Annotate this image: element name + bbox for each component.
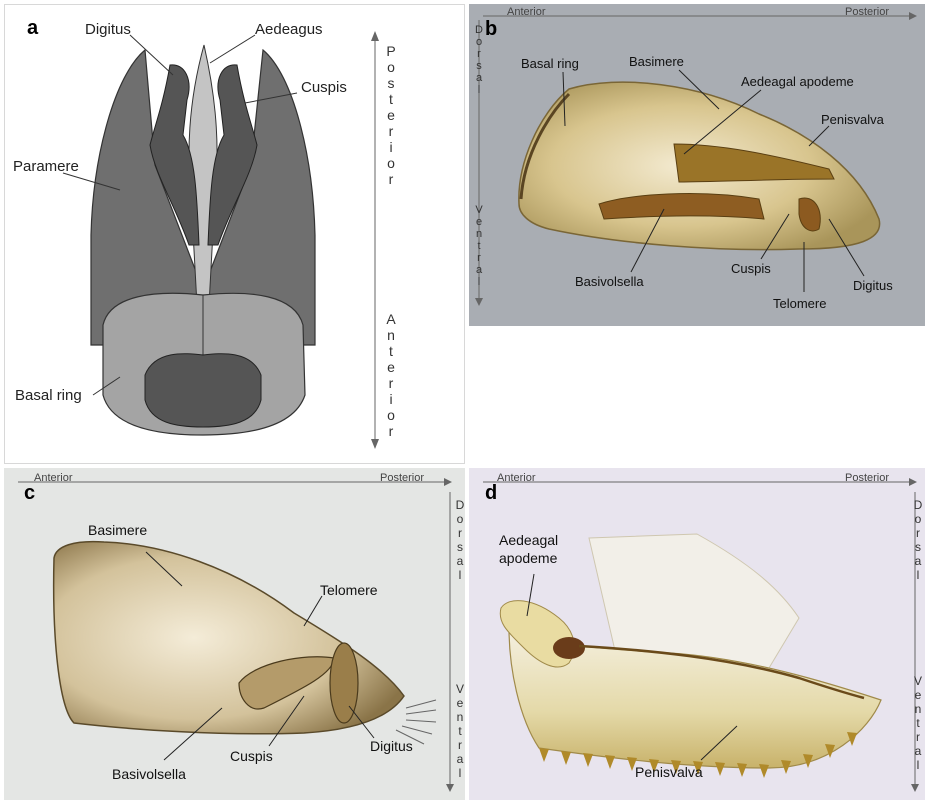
label-digitus-a: Digitus (85, 21, 131, 38)
label-basal-ring-b: Basal ring (521, 56, 579, 71)
axis-posterior-d: Posterior (845, 472, 889, 484)
label-cuspis-b: Cuspis (731, 261, 771, 276)
label-digitus-b: Digitus (853, 278, 893, 293)
panel-a-letter: a (27, 17, 38, 40)
axis-dorsal-d: Dorsal (911, 498, 925, 582)
axis-posterior-vertical: Posterior (383, 43, 399, 187)
axis-dorsal-b-text: Dorsal (473, 24, 485, 96)
basal-ring-inner (145, 354, 261, 427)
axis-posterior-text: Posterior (383, 43, 399, 187)
label-aedeagal-apodeme-b: Aedeagal apodeme (741, 74, 854, 89)
label-telomere-b: Telomere (773, 296, 826, 311)
axis-anterior-c: Anterior (34, 472, 73, 484)
axis-anterior-b: Anterior (507, 6, 546, 18)
axis-ventral-c-text: Ventral (453, 682, 465, 780)
label-penisvalva-b: Penisvalva (821, 112, 884, 127)
label-paramere-a: Paramere (13, 158, 79, 175)
label-penisvalva-d: Penisvalva (635, 764, 703, 780)
label-cuspis-c: Cuspis (230, 748, 273, 764)
label-aedeagal-d-line1: Aedeagal (499, 532, 558, 548)
panel-c-letter: c (24, 482, 35, 505)
panel-b-photo: b Anterior Posterior Dorsal Ventral Basa… (469, 4, 925, 326)
panel-b-letter: b (485, 18, 497, 41)
axis-ventral-b: Ventral (473, 204, 485, 288)
axis-dorsal-d-text: Dorsal (911, 498, 925, 582)
axis-ventral-c: Ventral (453, 682, 465, 780)
axis-anterior-text: Anterior (383, 311, 399, 439)
label-basivolsella-b: Basivolsella (575, 274, 644, 289)
label-basal-ring-a: Basal ring (15, 387, 82, 404)
axis-ventral-d-text: Ventral (911, 674, 925, 772)
digitus-shape-c (330, 643, 358, 723)
label-basimere-c: Basimere (88, 522, 147, 538)
panel-d-photo: d Anterior Posterior Dorsal Ventral Aede… (469, 468, 925, 800)
panel-c-photo: c Anterior Posterior Dorsal Ventral Basi… (4, 468, 465, 800)
label-apodeme-d-line2: apodeme (499, 550, 557, 566)
axis-dorsal-c-text: Dorsal (453, 498, 465, 582)
axis-posterior-b: Posterior (845, 6, 889, 18)
axis-anterior-d: Anterior (497, 472, 536, 484)
panel-d-letter: d (485, 482, 497, 505)
label-telomere-c: Telomere (320, 582, 378, 598)
axis-posterior-c: Posterior (380, 472, 424, 484)
penisvalva-photo (469, 468, 925, 800)
dark-spot-d (553, 637, 585, 659)
label-basimere-b: Basimere (629, 54, 684, 69)
axis-ventral-b-text: Ventral (473, 204, 485, 288)
axis-anterior-vertical: Anterior (383, 311, 399, 439)
label-aedeagus-a: Aedeagus (255, 21, 323, 38)
label-basivolsella-c: Basivolsella (112, 766, 186, 782)
label-digitus-c: Digitus (370, 738, 413, 754)
axis-dorsal-c: Dorsal (453, 498, 465, 582)
axis-ventral-d: Ventral (911, 674, 925, 772)
panel-a-schematic: a Digitus Aedeagus Cuspis Paramere Basal… (4, 4, 465, 464)
label-cuspis-a: Cuspis (301, 79, 347, 96)
axis-dorsal-b: Dorsal (473, 24, 485, 96)
